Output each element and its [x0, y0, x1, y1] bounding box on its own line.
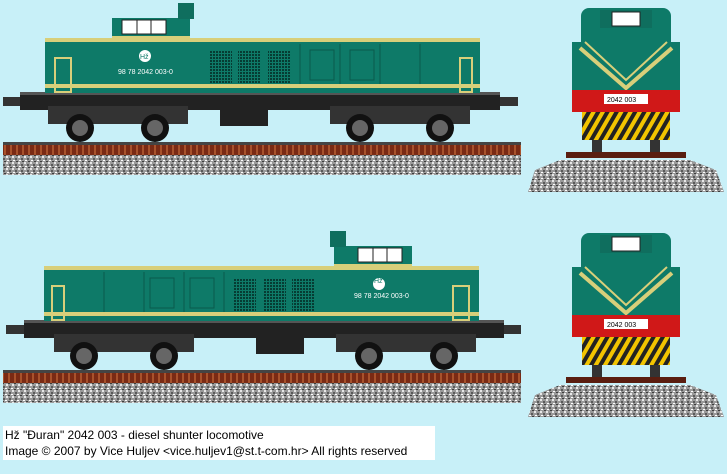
badge-1: Hž — [140, 54, 149, 61]
caption-credit: Image © 2007 by Vice Huljev <vice.huljev… — [5, 444, 408, 458]
number-plate-2: 98 78 2042 003-0 — [354, 293, 409, 300]
number-plate-1: 98 78 2042 003-0 — [118, 69, 173, 76]
caption-box: Hž "Đuran" 2042 003 - diesel shunter loc… — [3, 426, 435, 460]
cab-plate-1: 2042 003 — [607, 97, 636, 104]
badge-2: Hž — [374, 278, 383, 285]
loco-side-view-1 — [2, 2, 522, 176]
loco-side-view-2 — [2, 230, 522, 404]
cab-plate-2: 2042 003 — [607, 322, 636, 329]
caption-title: Hž "Đuran" 2042 003 - diesel shunter loc… — [5, 428, 264, 442]
